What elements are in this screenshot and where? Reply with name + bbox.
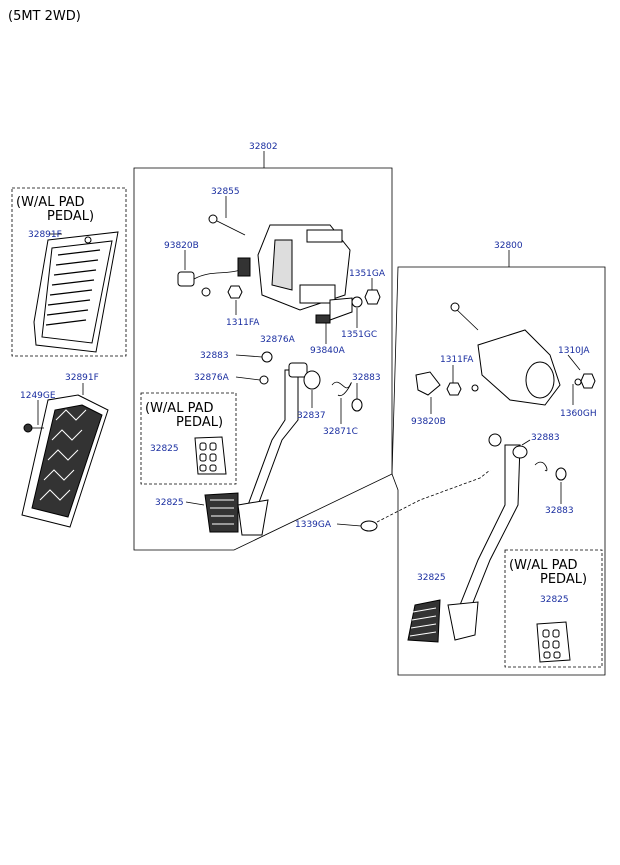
spring-32883-icon xyxy=(534,461,567,481)
label-1351GC: 1351GC xyxy=(341,330,377,340)
note-middle-line2: PEDAL) xyxy=(176,415,223,430)
label-32883-4: 32883 xyxy=(545,506,574,516)
bushing-32883-2-icon xyxy=(351,398,363,412)
spring-32871C-icon xyxy=(331,381,352,396)
nut-1339GA-icon xyxy=(360,520,378,532)
link-line xyxy=(376,469,491,523)
label-1310JA: 1310JA xyxy=(558,346,590,356)
label-32825-2: 32825 xyxy=(155,498,184,508)
label-32883-2: 32883 xyxy=(352,373,381,383)
label-32825-3: 32825 xyxy=(417,573,446,583)
label-32802: 32802 xyxy=(249,142,278,152)
switch-93820B-2-icon xyxy=(415,371,441,396)
note-left-line1: (W/AL PAD xyxy=(16,195,85,210)
assembly-frame-32800 xyxy=(391,266,606,676)
bushing-32837-icon xyxy=(303,370,321,390)
washer-1351GC-icon xyxy=(351,296,363,308)
bushing-32883-icon xyxy=(261,351,273,363)
brake-bracket-illustration xyxy=(450,302,561,406)
label-1249GE: 1249GE xyxy=(20,391,56,401)
label-93820B: 93820B xyxy=(164,241,199,251)
label-32891F-2: 32891F xyxy=(65,373,99,383)
label-93820B-2: 93820B xyxy=(411,417,446,427)
note-box-left xyxy=(11,187,127,357)
switch-93820B-icon xyxy=(177,257,251,297)
label-32876A-2: 32876A xyxy=(194,373,230,383)
note-middle-line1: (W/AL PAD xyxy=(145,401,214,416)
screw-1249GE-icon xyxy=(23,423,44,433)
label-32883-3: 32883 xyxy=(531,433,560,443)
nut-1351GA-icon xyxy=(364,289,381,305)
pad-32825-al-2-illustration xyxy=(536,621,571,663)
pad-32825-al-illustration xyxy=(194,436,227,475)
floor-pad-al-illustration xyxy=(33,231,119,353)
label-1351GA: 1351GA xyxy=(349,269,386,279)
label-32891F: 32891F xyxy=(28,230,62,240)
label-1339GA: 1339GA xyxy=(295,520,332,530)
label-32855: 32855 xyxy=(211,187,240,197)
pad-32825-dark-2-illustration xyxy=(407,599,441,643)
label-32876A: 32876A xyxy=(260,335,296,345)
bushing-32876A-icon xyxy=(259,375,269,385)
label-32825: 32825 xyxy=(150,444,179,454)
diagram-title: (5MT 2WD) xyxy=(8,9,81,24)
pad-32825-dark-illustration xyxy=(204,492,239,533)
label-93840A: 93840A xyxy=(310,346,346,356)
floor-pad-illustration xyxy=(21,394,109,528)
clutch-switch-illustration xyxy=(299,284,353,324)
label-1311FA: 1311FA xyxy=(226,318,260,328)
label-32837: 32837 xyxy=(297,411,326,421)
nut-1311FA-icon xyxy=(227,285,243,299)
label-1360GH: 1360GH xyxy=(560,409,597,419)
clutch-pedal-arm-illustration xyxy=(237,362,308,536)
label-32883: 32883 xyxy=(200,351,229,361)
note-box-right xyxy=(504,549,603,668)
nut-1311FA-2-icon xyxy=(446,382,479,396)
label-32871C: 32871C xyxy=(323,427,358,437)
assembly-frame-32802 xyxy=(133,167,393,551)
note-right-line1: (W/AL PAD xyxy=(509,558,578,573)
leader-lines xyxy=(37,151,581,527)
label-32825-4: 32825 xyxy=(540,595,569,605)
note-box-middle xyxy=(140,392,237,485)
label-32800: 32800 xyxy=(494,241,523,251)
nut-1310JA-icon xyxy=(574,373,596,389)
note-right-line2: PEDAL) xyxy=(540,572,587,587)
brake-pedal-arm-illustration xyxy=(447,433,528,641)
note-left-line2: PEDAL) xyxy=(47,209,94,224)
label-1311FA-2: 1311FA xyxy=(440,355,474,365)
